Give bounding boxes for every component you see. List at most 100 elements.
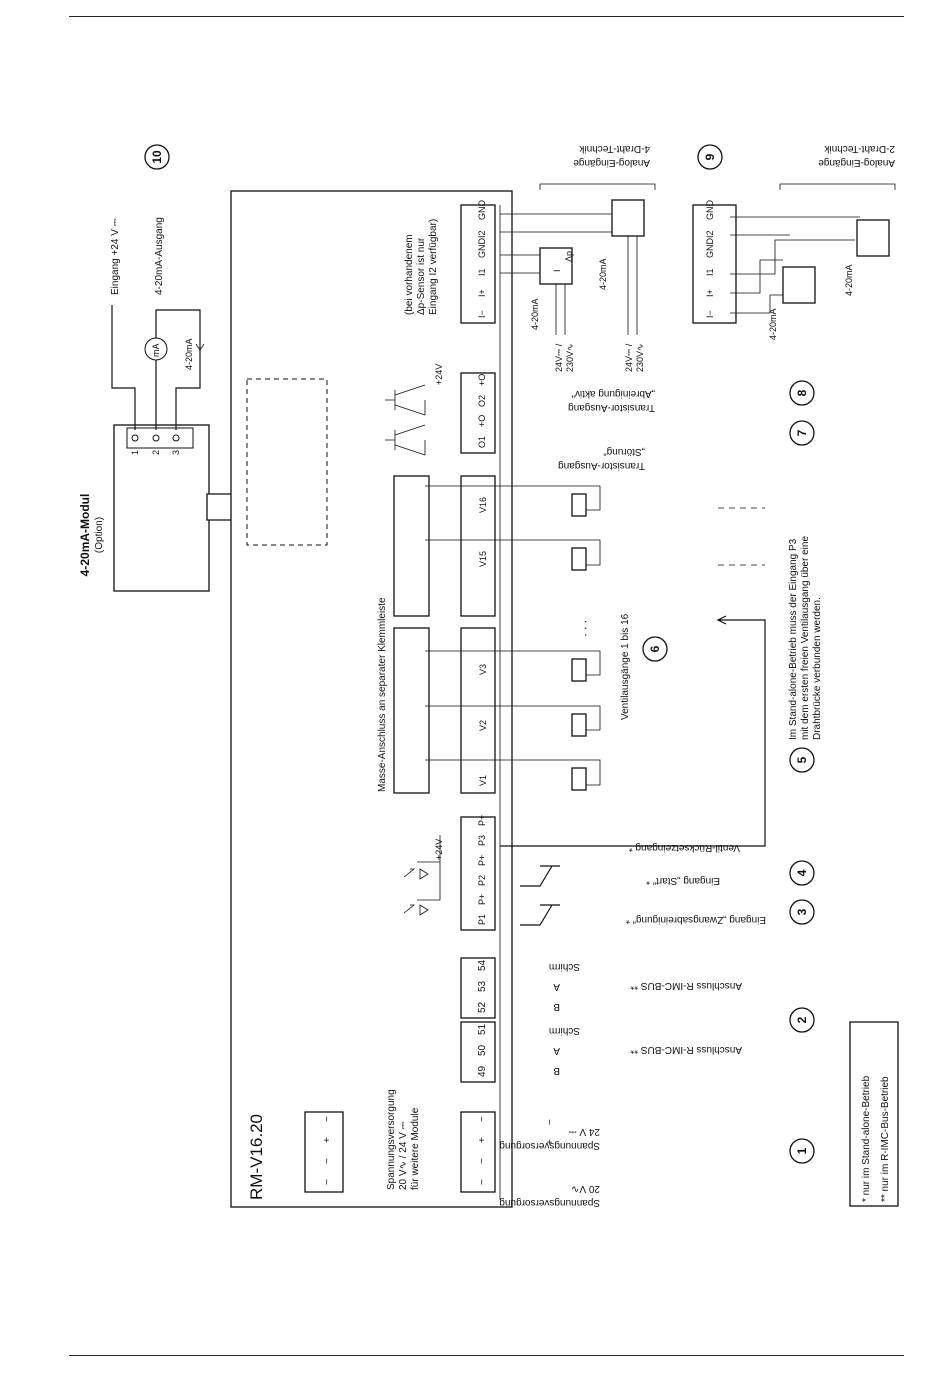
tr-term-plus-1: +O — [477, 415, 487, 427]
tw-term-iminus: I− — [705, 310, 715, 318]
tw-term-iplus: I+ — [705, 289, 715, 297]
module-pin-1-label: 1 — [130, 450, 140, 455]
callout-circle — [642, 636, 668, 662]
tw-term-gnd1: GND — [705, 238, 715, 259]
four-wire-label-2: 4-Draht-Technik — [578, 143, 650, 154]
optocoupler-wiring — [417, 835, 441, 901]
footer-rule — [69, 1355, 904, 1356]
loop-label: 4-20mA — [184, 338, 194, 370]
loop-4w-2: 4-20mA — [598, 258, 608, 290]
valve-output-block: Masse-Anschluss an separater Klemmleiste… — [377, 475, 823, 794]
two-wire-label-2: 2-Draht-Technik — [823, 143, 895, 154]
two-wire-terminal-strip — [692, 204, 737, 324]
module-output-label: 4-20mA-Ausgang — [154, 217, 165, 295]
o2-label-2: „Abreinigung aktiv“ — [572, 388, 655, 399]
sensor-note-3: Eingang I2 verfügbar) — [428, 219, 439, 315]
module-title: 4-20mA-Modul — [78, 494, 92, 577]
tr-term-o2: O2 — [477, 395, 487, 407]
loop-4w-1: 4-20mA — [530, 298, 540, 330]
module-slot — [246, 378, 328, 546]
input-term-p2: P2 — [477, 875, 487, 886]
tw-transmitter-2-icon — [856, 219, 890, 257]
input-term-p1: P1 — [477, 914, 487, 925]
bus1-wire-a: A — [553, 1045, 560, 1056]
callout-number: 10 — [150, 150, 164, 164]
legend: * nur im Stand-alone-Betrieb ** nur im R… — [849, 1021, 899, 1207]
transistor-terminal-strip — [460, 372, 496, 454]
ground-rail-strip-1 — [393, 627, 430, 794]
o2-label-1: Transistor-Ausgang — [568, 402, 655, 413]
analog-input-block: I− I+ I1 GND I2 GND (bei vorhandenem Δp-… — [404, 143, 656, 372]
bus1-term-51: 51 — [477, 1023, 488, 1035]
dc-text-2: 24 V ⎓ — [569, 1126, 600, 1137]
legend-star2: ** nur im R-IMC-Bus-Betrieb — [880, 1076, 891, 1202]
bus2-label: Anschluss R-IMC-BUS ** — [630, 980, 742, 991]
valve-term-v3: V3 — [478, 664, 488, 675]
bus1-term-49: 49 — [477, 1065, 488, 1077]
p2-label: Eingang „Start“ * — [646, 875, 720, 886]
callout-circle — [789, 747, 815, 773]
bus1-term-50: 50 — [477, 1044, 488, 1056]
forward-term-2: ~ — [322, 1158, 333, 1164]
analog-term-gnd1: GND — [477, 238, 487, 259]
two-wire-wires — [730, 216, 860, 314]
transmitter-i2-icon — [611, 199, 645, 237]
module-input-label: Eingang +24 V ⎓ — [110, 218, 121, 295]
header-rule — [69, 16, 904, 17]
p3-bridge-wire — [500, 615, 766, 847]
loop-arrow — [195, 330, 205, 351]
callout-number: 5 — [795, 756, 809, 763]
tw-term-gnd2: GND — [705, 200, 715, 221]
valve-dots: . . . — [582, 620, 596, 637]
p3-label: Ventil-Rücksetzeingang * — [629, 842, 740, 853]
supply-2b: 230V∿ — [635, 343, 645, 372]
callout-circle — [144, 144, 170, 170]
ground-rail-strip-2 — [393, 475, 430, 617]
coil-v16-icon — [571, 493, 587, 517]
valve-label: Ventilausgänge 1 bis 16 — [620, 613, 631, 720]
supply-1b: 230V∿ — [565, 343, 575, 372]
power-term-4: − — [477, 1116, 488, 1122]
bus2-wire-a: A — [553, 981, 560, 992]
coil-v2-icon — [571, 713, 587, 737]
input-term-p3: P3 — [477, 835, 487, 846]
analog-term-i1: I1 — [477, 268, 487, 276]
p1-label: Eingang „Zwangsabreinigung“ * — [626, 914, 766, 925]
coil-v1-icon — [571, 767, 587, 791]
forward-terminal-strip — [304, 1111, 344, 1193]
valve-term-v2: V2 — [478, 720, 488, 731]
callout-circle — [789, 1138, 815, 1164]
power-terminal-block: ~ ~ + − + − Spannungsversorgung 20 V∿ Sp… — [460, 1111, 600, 1208]
tw-term-i2: I2 — [705, 230, 715, 238]
valve-term-v1: V1 — [478, 775, 488, 786]
module-pin-3 — [172, 434, 180, 442]
bus2-term-53: 53 — [477, 980, 488, 992]
bus1-wire-b: B — [553, 1065, 560, 1076]
bus2-terminal-strip — [460, 957, 496, 1019]
four-wire-bracket — [539, 183, 656, 190]
legend-box — [849, 1021, 899, 1207]
input-24v: +24V — [434, 839, 444, 860]
milliammeter-icon — [144, 337, 168, 361]
bridge-options-dashed — [718, 507, 765, 566]
tr-term-plus-2: +O — [477, 374, 487, 386]
callout-number: 8 — [795, 389, 809, 396]
forward-text-2: 20 V∿ / 24 V ⎓ — [398, 1121, 409, 1190]
bus1-label: Anschluss R-IMC-BUS ** — [630, 1044, 742, 1055]
module-pin-1 — [131, 434, 139, 442]
bus2-wire-shield: Schirm — [549, 961, 580, 972]
module-terminal-strip — [126, 427, 194, 449]
valve-terminal-strip-2 — [460, 475, 496, 617]
two-wire-bracket — [779, 183, 896, 190]
callout-number: 7 — [795, 429, 809, 436]
transistor-output-block: O1 +O O2 +O +24V Transistor-Ausgang „Stö… — [385, 364, 655, 471]
module-subtitle: (Option) — [94, 517, 105, 553]
tx1-dp: Δp — [564, 251, 574, 262]
power-term-2: ~ — [477, 1158, 488, 1164]
power-forward-block: ~ ~ + − Spannungsversorgung 20 V∿ / 24 V… — [304, 1089, 421, 1193]
ground-rail-label: Masse-Anschluss an separater Klemmleiste — [377, 597, 388, 792]
callout-number: 3 — [795, 908, 809, 915]
two-wire-block: I− I+ I1 GND I2 GND 4-20mA 4-20mA Analog… — [692, 143, 896, 340]
callout-circle — [789, 899, 815, 925]
